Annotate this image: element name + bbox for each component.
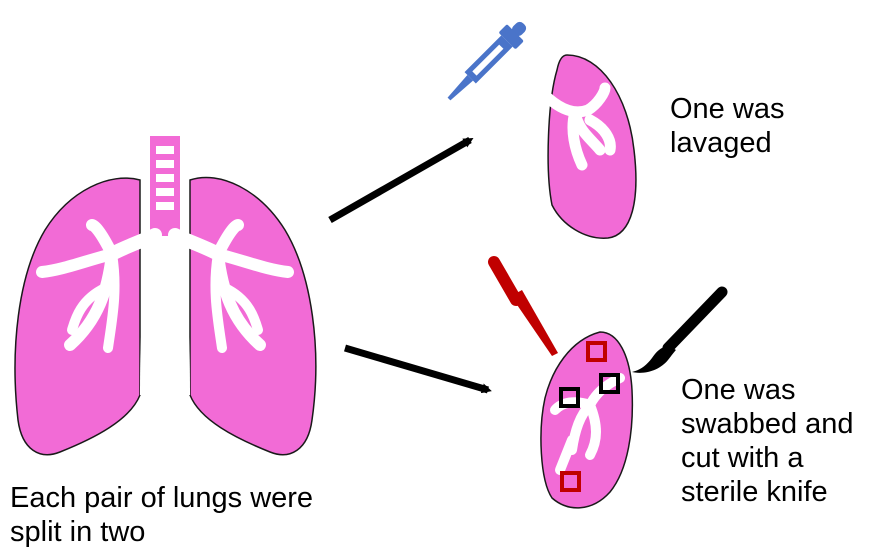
swab-brush-icon	[632, 292, 722, 373]
knife-icon	[494, 262, 558, 356]
pipette-icon	[441, 16, 533, 108]
swabbed-half-lung-icon	[541, 332, 632, 508]
arrow-to-lavaged	[330, 140, 470, 220]
split-label: Each pair of lungs were split in two	[10, 481, 313, 549]
lavaged-half-lung-icon	[548, 55, 636, 238]
arrow-to-swabbed	[345, 348, 488, 390]
lavaged-label: One was lavaged	[670, 92, 784, 160]
swabbed-label: One was swabbed and cut with a sterile k…	[681, 373, 854, 509]
full-lungs-icon	[15, 136, 316, 455]
